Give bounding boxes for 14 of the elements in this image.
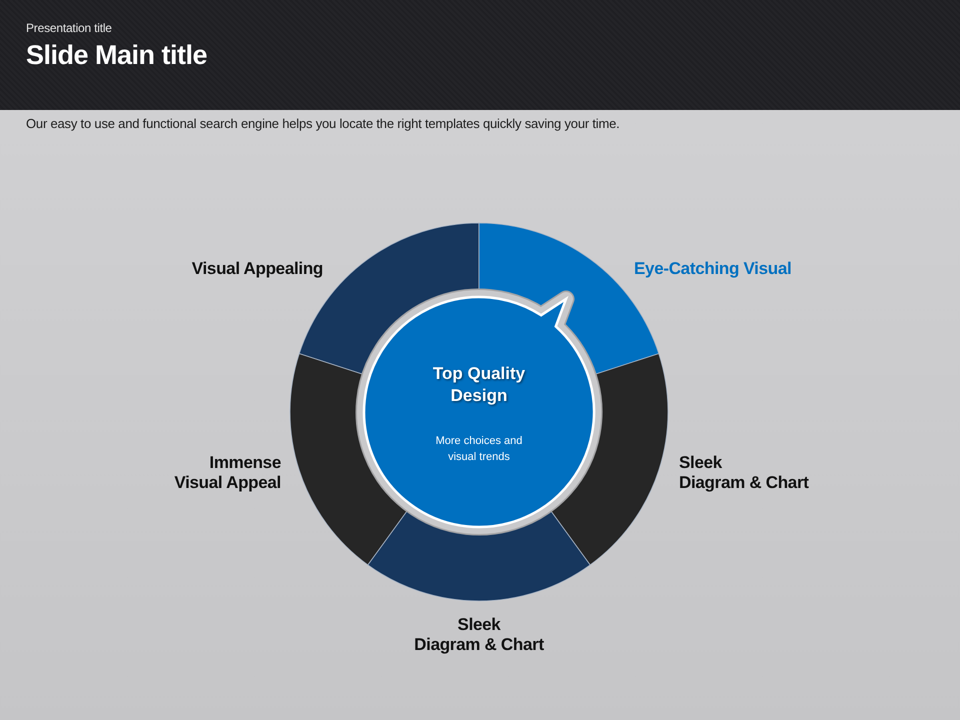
segment-label: Eye-Catching Visual: [634, 259, 792, 279]
subtitle-text: Our easy to use and functional search engine helps you locate the right templates quickly saving your time.: [26, 116, 620, 131]
segment-label: Sleek Diagram & Chart: [679, 453, 809, 493]
donut-segment: [290, 353, 408, 566]
segment-label: Sleek Diagram & Chart: [413, 615, 545, 655]
donut-segment: [550, 353, 668, 566]
segment-label: Visual Appealing: [192, 259, 323, 279]
segment-label: Immense Visual Appeal: [174, 453, 281, 493]
speech-bubble-circle: [354, 287, 604, 537]
heading-text: Top Quality Design: [432, 363, 526, 407]
presentation-title: Presentation title: [26, 21, 112, 35]
donut-segment: [368, 510, 590, 602]
body-text: More choices and visual trends: [434, 434, 524, 465]
slide-title: Slide Main title: [26, 40, 208, 71]
